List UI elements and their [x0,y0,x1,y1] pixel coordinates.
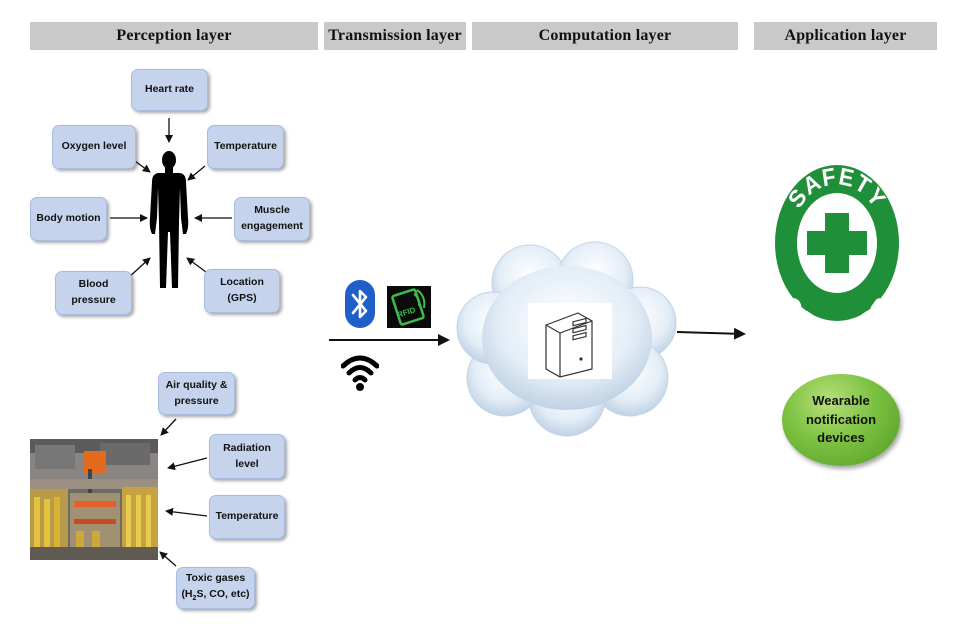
heart-rate-box: Heart rate [131,69,208,111]
temperature-human-box: Temperature [207,125,284,169]
wifi-icon [341,355,379,391]
arrow-temperature-human [187,165,206,181]
rfid-icon: RFID [387,286,431,328]
computation-layer-header: Computation layer [472,22,738,50]
arrow-location [186,257,207,273]
wearable-notification-devices: Wearable notification devices [782,374,900,466]
construction-site-image [30,439,158,560]
arrow-toxic [159,551,177,567]
arrow-blood [127,257,151,279]
arrow-air [160,418,177,436]
perception-layer-header: Perception layer [30,22,318,50]
location-gps-box: Location(GPS) [204,269,280,313]
arrow-application [676,327,746,340]
temperature-site-box: Temperature [209,495,285,539]
human-silhouette-icon [149,151,189,288]
arrow-radiation [167,457,208,471]
transmission-layer-header: Transmission layer [324,22,466,50]
bluetooth-icon [345,280,375,328]
safety-officer-badge-icon: SAFETY OFFICER [775,163,899,323]
body-motion-box: Body motion [30,197,107,241]
toxic-gases-box: Toxic gases (H2S, CO, etc) [176,567,255,609]
oxygen-level-box: Oxygen level [52,125,136,169]
server-icon [528,303,612,379]
application-layer-header: Application layer [754,22,937,50]
air-quality-box: Air quality &pressure [158,372,235,415]
arrow-temperature-site [165,507,208,517]
